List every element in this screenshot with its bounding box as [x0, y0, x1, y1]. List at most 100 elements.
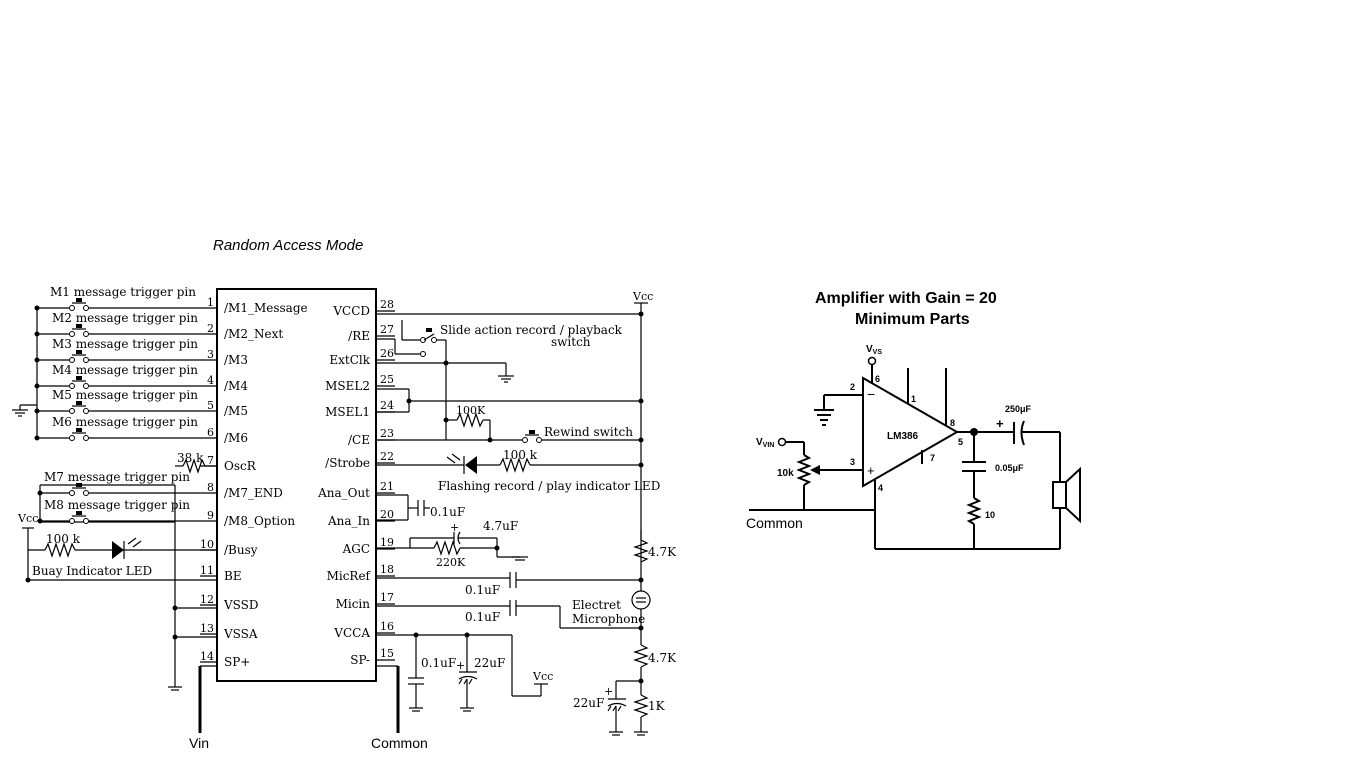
agc-cap-label: 4.7uF: [483, 519, 518, 533]
ic-left-pin-name: /M6: [224, 431, 248, 445]
ic-left-pin-name: /M8_Option: [224, 514, 295, 528]
ic-left-pin-name: /Busy: [224, 543, 258, 557]
ic-right-pin-name: VCCD: [332, 304, 370, 318]
ic-left-pin-number: 9: [207, 509, 214, 522]
ic-left-pin-name: /M7_END: [224, 486, 283, 500]
right-cap-22-label: 22uF: [573, 696, 604, 710]
trigger-switch: M6 message trigger pin: [34, 415, 200, 441]
osc-resistor-label: 38 k: [177, 451, 204, 465]
slide-switch-label-2: switch: [551, 335, 591, 349]
ic-right-pin-number: 16: [380, 620, 394, 633]
micref-cap-label: 0.1uF: [465, 583, 500, 597]
trigger-switch: M8 message trigger pin: [37, 498, 200, 524]
ic-right-pin-number: 23: [380, 427, 394, 440]
lm386-triangle: [862, 376, 960, 488]
ic-right-pin-number: 27: [380, 323, 394, 336]
trigger-switch: M1 message trigger pin: [34, 285, 200, 311]
ic-right-pin-name: Micin: [336, 597, 371, 611]
ic-left-pin-name: BE: [224, 569, 242, 583]
pin1-num: 1: [911, 394, 916, 404]
pin4-num: 4: [878, 483, 883, 493]
slide-switch-label-1: Slide action record / playback: [440, 323, 623, 337]
zobel-cap-label: 0.05μF: [995, 463, 1024, 473]
trigger-switch: M5 message trigger pin: [34, 388, 200, 414]
svg-text:+: +: [450, 521, 459, 534]
trigger-label: M3 message trigger pin: [52, 337, 198, 351]
ic-right-pin-name: AGC: [342, 542, 370, 556]
ic-left-pin-number: 14: [200, 650, 214, 663]
ic-right-pin-number: 17: [380, 591, 394, 604]
microphone-icon: [631, 590, 651, 610]
pot-wiper-arrow: [810, 465, 820, 475]
vs-label: VVS: [866, 344, 882, 356]
ic-right-pin-name: /RE: [348, 329, 370, 343]
ic-right-pin-name: SP-: [350, 653, 370, 667]
ic-left-pin-number: 13: [200, 622, 214, 635]
mic-label-1: Electret: [572, 598, 621, 612]
ic-right-pin-number: 18: [380, 563, 394, 576]
ic-left-pin-name: /M1_Message: [224, 301, 308, 315]
ic-right-pin-name: /Strobe: [325, 456, 370, 470]
vin-label-amp: VVIN: [756, 437, 774, 449]
ic-left-pin-number: 7: [207, 454, 214, 467]
trigger-switch: M7 message trigger pin: [37, 470, 200, 496]
trigger-switch: M3 message trigger pin: [34, 337, 200, 363]
micin-cap-label: 0.1uF: [465, 610, 500, 624]
ic-right-pin-name: Ana_Out: [317, 486, 370, 500]
ic-right-pin-number: 20: [380, 508, 394, 521]
pin5-num: 5: [958, 437, 963, 447]
svg-text:+: +: [456, 659, 465, 672]
trigger-label: M2 message trigger pin: [52, 311, 198, 325]
ic-left-pin-name: SP+: [224, 655, 250, 669]
pin3-num: 3: [850, 457, 855, 467]
amp-title-2: Minimum Parts: [855, 311, 970, 328]
vcc-label-top: Vcc: [632, 290, 653, 303]
ic-right-pin-number: 19: [380, 536, 394, 549]
ic-left-pin-number: 8: [207, 481, 214, 494]
ic-left-pin-name: /M5: [224, 404, 248, 418]
ic-left-pin-number: 11: [200, 564, 214, 577]
ic-right-pin-name: ExtClk: [329, 353, 370, 367]
bottom-resistor-label: 1K: [648, 699, 666, 713]
trigger-label: M5 message trigger pin: [52, 388, 198, 402]
ic-right-pin-name: MSEL1: [325, 405, 370, 419]
ic-left-pin-name: OscR: [224, 459, 257, 473]
vin-label: Vin: [189, 735, 209, 751]
ic-right-pin-number: 28: [380, 298, 394, 311]
cap-plus: +: [996, 416, 1004, 431]
pin7-num: 7: [930, 453, 935, 463]
ic-left-pin-number: 1: [207, 296, 214, 309]
trigger-switch: M4 message trigger pin: [34, 363, 200, 389]
trigger-switch: M2 message trigger pin: [34, 311, 200, 337]
output-cap-label: 250μF: [1005, 404, 1032, 414]
lm386-label: LM386: [887, 431, 919, 442]
vcc-label-busy: Vcc: [17, 512, 38, 525]
ic-right-pin-name: MSEL2: [325, 379, 370, 393]
ic-left-pin-name: /M3: [224, 353, 248, 367]
ic-right-pin-name: /CE: [348, 433, 370, 447]
vcca-cap1-label: 0.1uF: [421, 656, 456, 670]
ic-right-pin-number: 24: [380, 399, 394, 412]
pin6-num: 6: [875, 374, 880, 384]
trigger-label: M6 message trigger pin: [52, 415, 198, 429]
ic-left-pin-name: VSSD: [223, 598, 259, 612]
ic-right-pin-number: 21: [380, 480, 394, 493]
mid-resistor-label: 4.7K: [648, 651, 677, 665]
ic-left-pin-number: 2: [207, 322, 214, 335]
flash-led-icon: [465, 456, 477, 474]
vcca-cap2-label: 22uF: [474, 656, 505, 670]
plus-sign: +: [867, 463, 875, 478]
pot-label: 10k: [777, 468, 794, 479]
amp-title-1: Amplifier with Gain = 20: [815, 290, 997, 307]
ic-right-pin-number: 15: [380, 647, 394, 660]
ic-right-pin-name: VCCA: [333, 626, 370, 640]
svg-text:+: +: [604, 685, 613, 698]
strobe-resistor-label: 100 k: [503, 448, 538, 462]
zobel-resistor-label: 10: [985, 510, 995, 520]
minus-sign: −: [867, 386, 875, 402]
ic-left-pin-number: 4: [207, 374, 214, 387]
ic-left-pin-number: 12: [200, 593, 214, 606]
rewind-switch-label: Rewind switch: [544, 425, 633, 439]
ic-left-pin-number: 6: [207, 426, 214, 439]
